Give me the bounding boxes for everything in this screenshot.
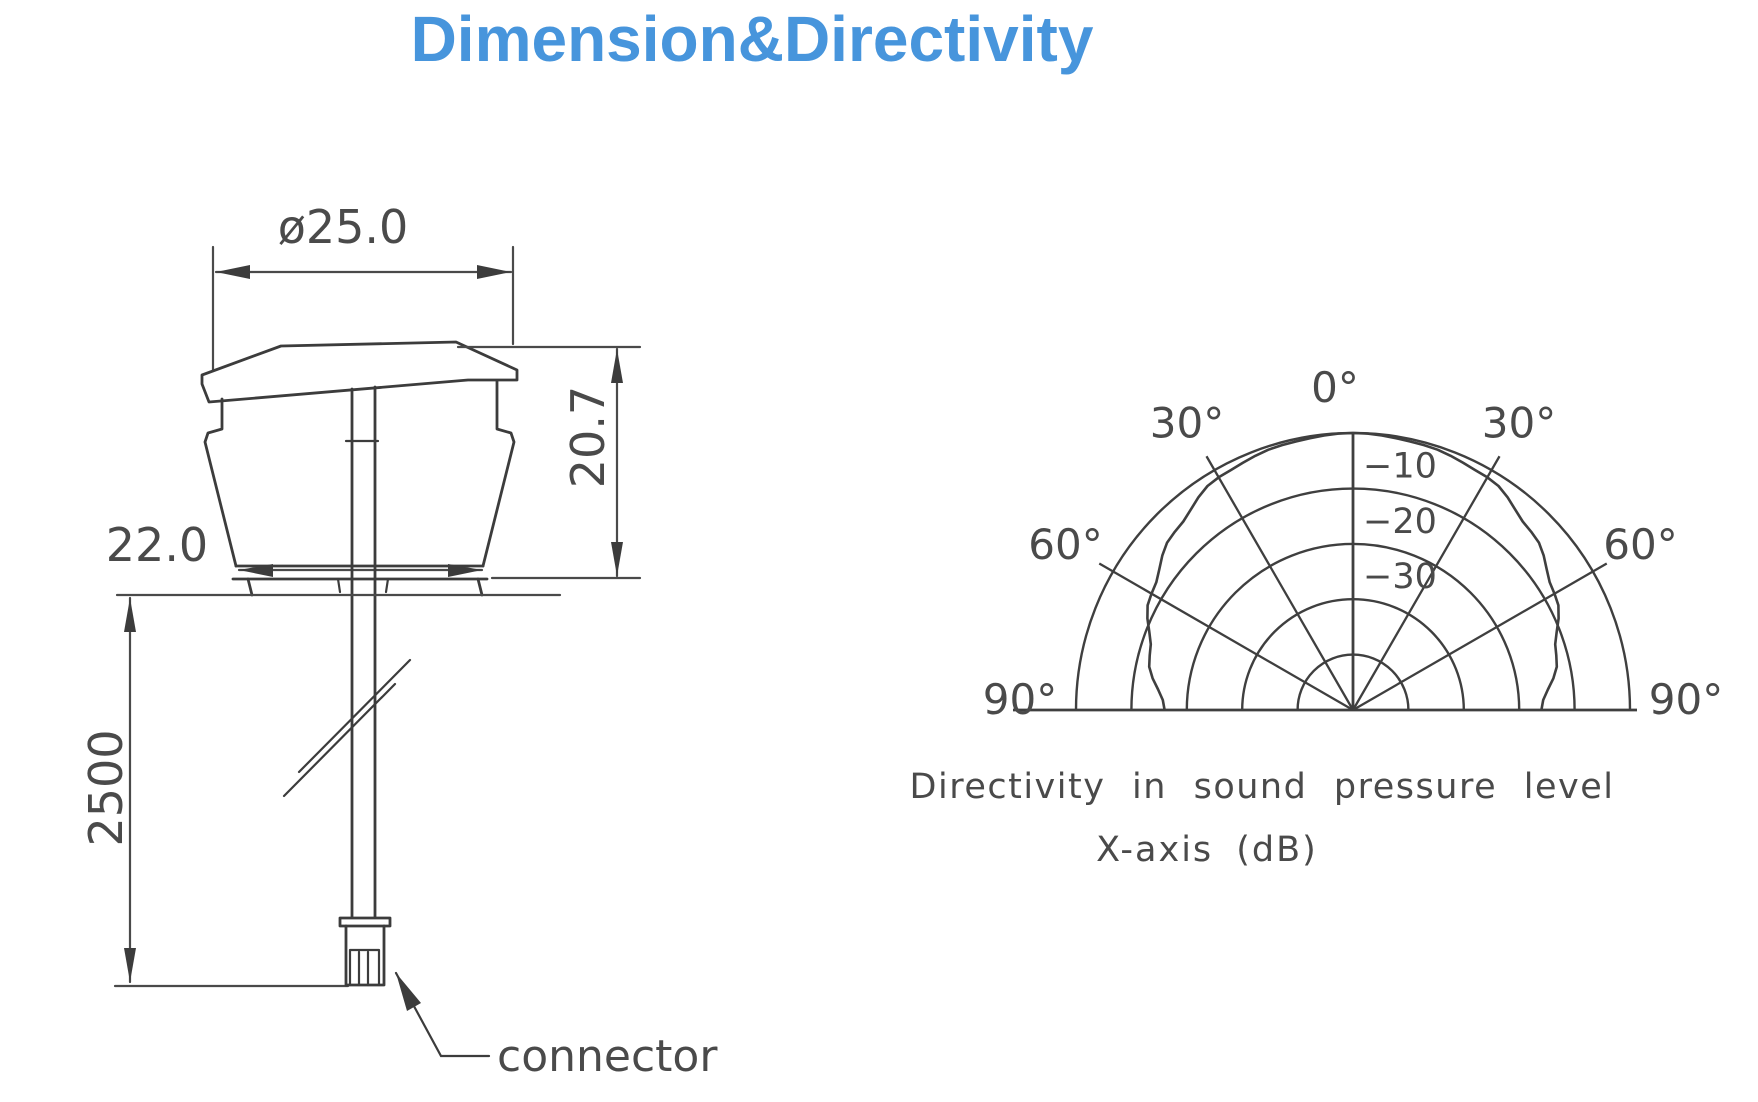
foot-left-side: [246, 577, 254, 597]
arrowhead-diameter-right: [477, 265, 511, 279]
polar-radial-line--60deg: [1098, 562, 1354, 711]
diameter-dimension-label: ø25.0: [278, 200, 409, 254]
foot-right-side: [476, 577, 484, 597]
polar-angle-label-neg90: 90°: [983, 675, 1057, 724]
polar-directivity-curve-0: [1146, 431, 1560, 711]
arrowhead-height-bottom: [611, 542, 623, 576]
dimension-drawing: ø25.0 22.0 20.7: [79, 200, 718, 1082]
connector-label: connector: [497, 1031, 718, 1082]
polar-radial-line-60deg: [1352, 562, 1608, 711]
polar-angle-label-neg60: 60°: [1028, 520, 1102, 569]
arrowhead-height-top: [611, 349, 623, 383]
height-dimension-label: 20.7: [561, 386, 615, 488]
polar-angle-label-pos0: 0°: [1311, 363, 1359, 412]
polar-angle-label-neg30: 30°: [1150, 398, 1224, 447]
polar-chart-axis-caption: X-axis (dB): [1096, 830, 1318, 870]
polar-directivity-chart: 90° 60° 30° 0° 30° 60° 90° −10 −20 −30: [983, 363, 1723, 724]
arrowhead-cable-length-bottom: [124, 948, 136, 982]
polar-chart-caption: Directivity in sound pressure level: [910, 767, 1615, 807]
connector-flange: [338, 916, 392, 928]
cap-outline: [200, 340, 519, 404]
polar-radial-line--30deg: [1205, 455, 1354, 711]
cable-clamp-tick-right: [384, 577, 390, 594]
polar-angle-label-pos60: 60°: [1603, 520, 1677, 569]
arrowhead-bottom-width-left: [239, 564, 273, 577]
cable-clamp-tick-left: [336, 577, 342, 594]
connector-leader-line: [394, 971, 491, 1058]
connector-body: [344, 924, 386, 987]
polar-angle-label-pos30: 30°: [1482, 398, 1556, 447]
page-title: Dimension&Directivity: [410, 3, 1094, 75]
connector-pins: [348, 948, 381, 987]
connector-leader-arrowhead: [396, 973, 421, 1011]
body-left-wall: [203, 397, 238, 568]
bottom-width-dimension-label: 22.0: [106, 518, 208, 572]
break-symbol-slash-2: [282, 682, 397, 798]
cable-length-dimension-label: 2500: [79, 729, 133, 846]
polar-angle-label-pos90: 90°: [1649, 675, 1723, 724]
arrowhead-diameter-left: [216, 265, 250, 279]
break-symbol-slash-1: [297, 658, 412, 774]
arrowhead-bottom-width-right: [448, 564, 482, 577]
arrowhead-cable-length-top: [124, 598, 136, 632]
polar-db-label-30: −30: [1363, 557, 1437, 597]
body-right-wall: [481, 379, 516, 568]
polar-db-label-10: −10: [1363, 446, 1437, 486]
polar-radial-line-30deg: [1352, 455, 1501, 711]
polar-db-label-20: −20: [1363, 502, 1437, 542]
